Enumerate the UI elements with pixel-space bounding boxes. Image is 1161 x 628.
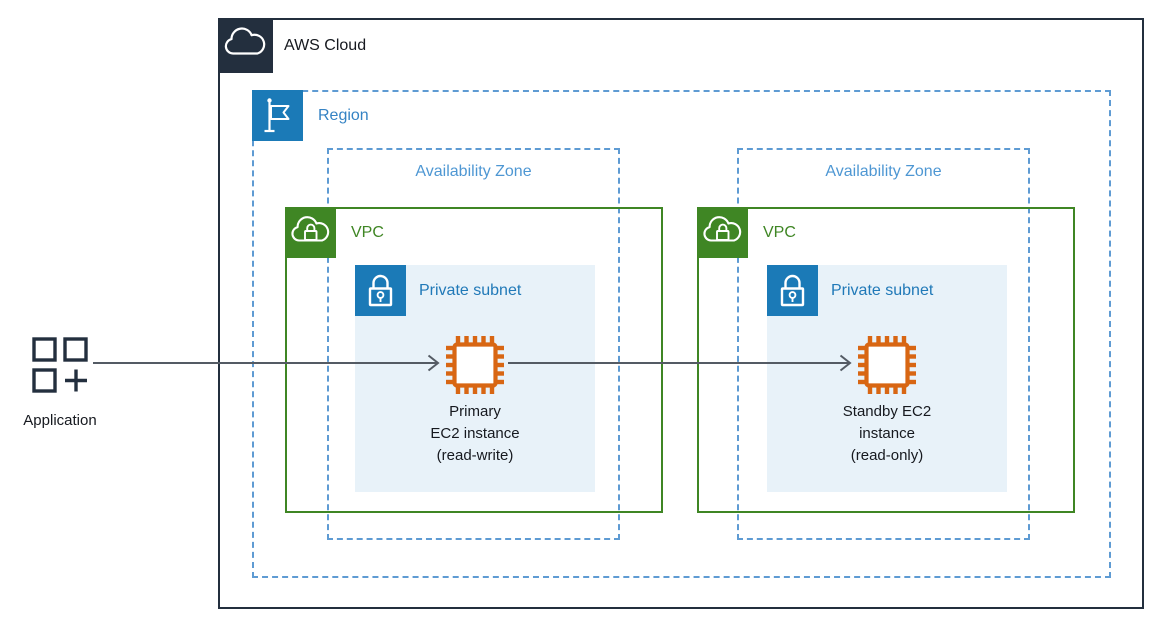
aws-cloud-group: AWS Cloud [218,18,1144,609]
application-label: Application [23,412,97,429]
subnet-2-lock-icon [767,265,818,316]
region-flag-icon [252,90,303,141]
availability-zone-2-label: Availability Zone [825,163,942,180]
availability-zone-1: Availability Zone [327,148,620,540]
subnet-1-label: Private subnet [419,282,522,299]
region-group: Region [252,90,1111,578]
aws-cloud-label: AWS Cloud [284,37,367,54]
subnet-1-lock-icon [355,265,406,316]
standby-ec2-caption: Standby EC2 instance (read-only) [787,401,987,467]
standby-ec2-caption-line3: (read-only) [850,447,924,464]
vpc-2-group: VPC [697,207,1075,513]
standby-ec2-caption-line1: Standby EC2 [842,403,932,420]
primary-ec2-caption-line1: Primary [449,403,501,420]
availability-zone-2: Availability Zone [737,148,1030,540]
primary-ec2-caption: Primary EC2 instance (read-write) [375,401,575,467]
application-grid-icon [32,337,88,393]
primary-ec2-caption-line2: EC2 instance [430,425,520,442]
vpc-2-label: VPC [763,224,796,241]
primary-ec2-caption-line3: (read-write) [436,447,514,464]
vpc-1-group: VPC [285,207,663,513]
standby-ec2-instance-icon [858,336,916,394]
availability-zone-1-label: Availability Zone [415,163,532,180]
aws-cloud-icon [218,18,273,73]
subnet-2-label: Private subnet [831,282,934,299]
vpc-2-cloud-lock-icon [697,207,748,258]
vpc-1-cloud-lock-icon [285,207,336,258]
primary-ec2-instance-icon [446,336,504,394]
standby-ec2-caption-line2: instance [859,425,915,442]
vpc-1-label: VPC [351,224,384,241]
region-label: Region [318,107,369,124]
